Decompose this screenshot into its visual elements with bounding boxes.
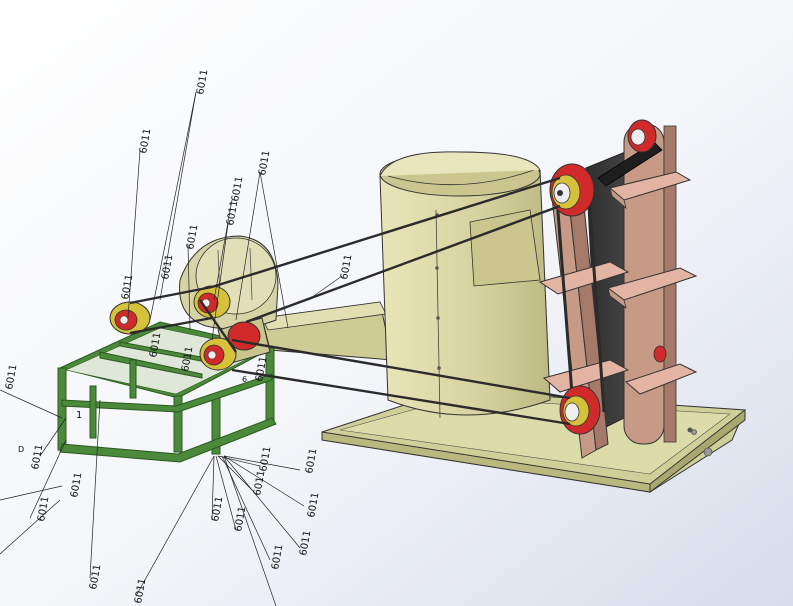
- part-label: 6011: [225, 200, 240, 227]
- part-label: 6011: [230, 176, 245, 203]
- small-label: 6: [242, 375, 247, 384]
- bucket: [608, 171, 692, 210]
- part-label: 6011: [339, 254, 354, 281]
- pulley-upper: [193, 285, 231, 319]
- elevator-upper-pulley: [627, 119, 657, 153]
- bucket: [538, 261, 698, 309]
- part-label: 6011: [252, 470, 267, 497]
- part-label: 6011: [133, 578, 148, 605]
- part-label: 6011: [160, 254, 175, 281]
- part-label: 6011: [233, 506, 248, 533]
- part-label: 6011: [306, 492, 321, 519]
- part-label: 6011: [138, 128, 153, 155]
- belts: [129, 176, 571, 426]
- part-label: 6011: [148, 332, 163, 359]
- part-label: 6011: [180, 346, 195, 373]
- part-label: 6011: [4, 364, 19, 391]
- bucket-elevator: [538, 119, 698, 459]
- part-label: 6011: [30, 444, 45, 471]
- elevator-top-pulley: [549, 163, 595, 217]
- part-label: 6011: [258, 446, 273, 473]
- small-label: D: [18, 445, 24, 454]
- hopper: [379, 151, 551, 419]
- bucket: [542, 359, 698, 395]
- part-label: 6011: [195, 69, 210, 96]
- elevator-bottom-pulley: [559, 385, 601, 435]
- part-label: 6011: [254, 356, 269, 383]
- pulley-left: [109, 301, 151, 335]
- pulley-lower: [199, 337, 237, 371]
- part-label: 6011: [120, 274, 135, 301]
- small-label: 1: [76, 410, 82, 421]
- part-label: 6011: [36, 496, 51, 523]
- part-labels: 6011 6011 6011 6011 6011 6011 6011 6011 …: [4, 69, 354, 605]
- part-label: 6011: [185, 224, 200, 251]
- part-label: 6011: [88, 564, 103, 591]
- leader-lines: [0, 91, 343, 606]
- part-label: 6011: [298, 530, 313, 557]
- part-label: 6011: [69, 472, 84, 499]
- part-label: 6011: [270, 544, 285, 571]
- part-label: 6011: [210, 496, 225, 523]
- part-label: 6011: [304, 448, 319, 475]
- part-label: 6011: [257, 150, 272, 177]
